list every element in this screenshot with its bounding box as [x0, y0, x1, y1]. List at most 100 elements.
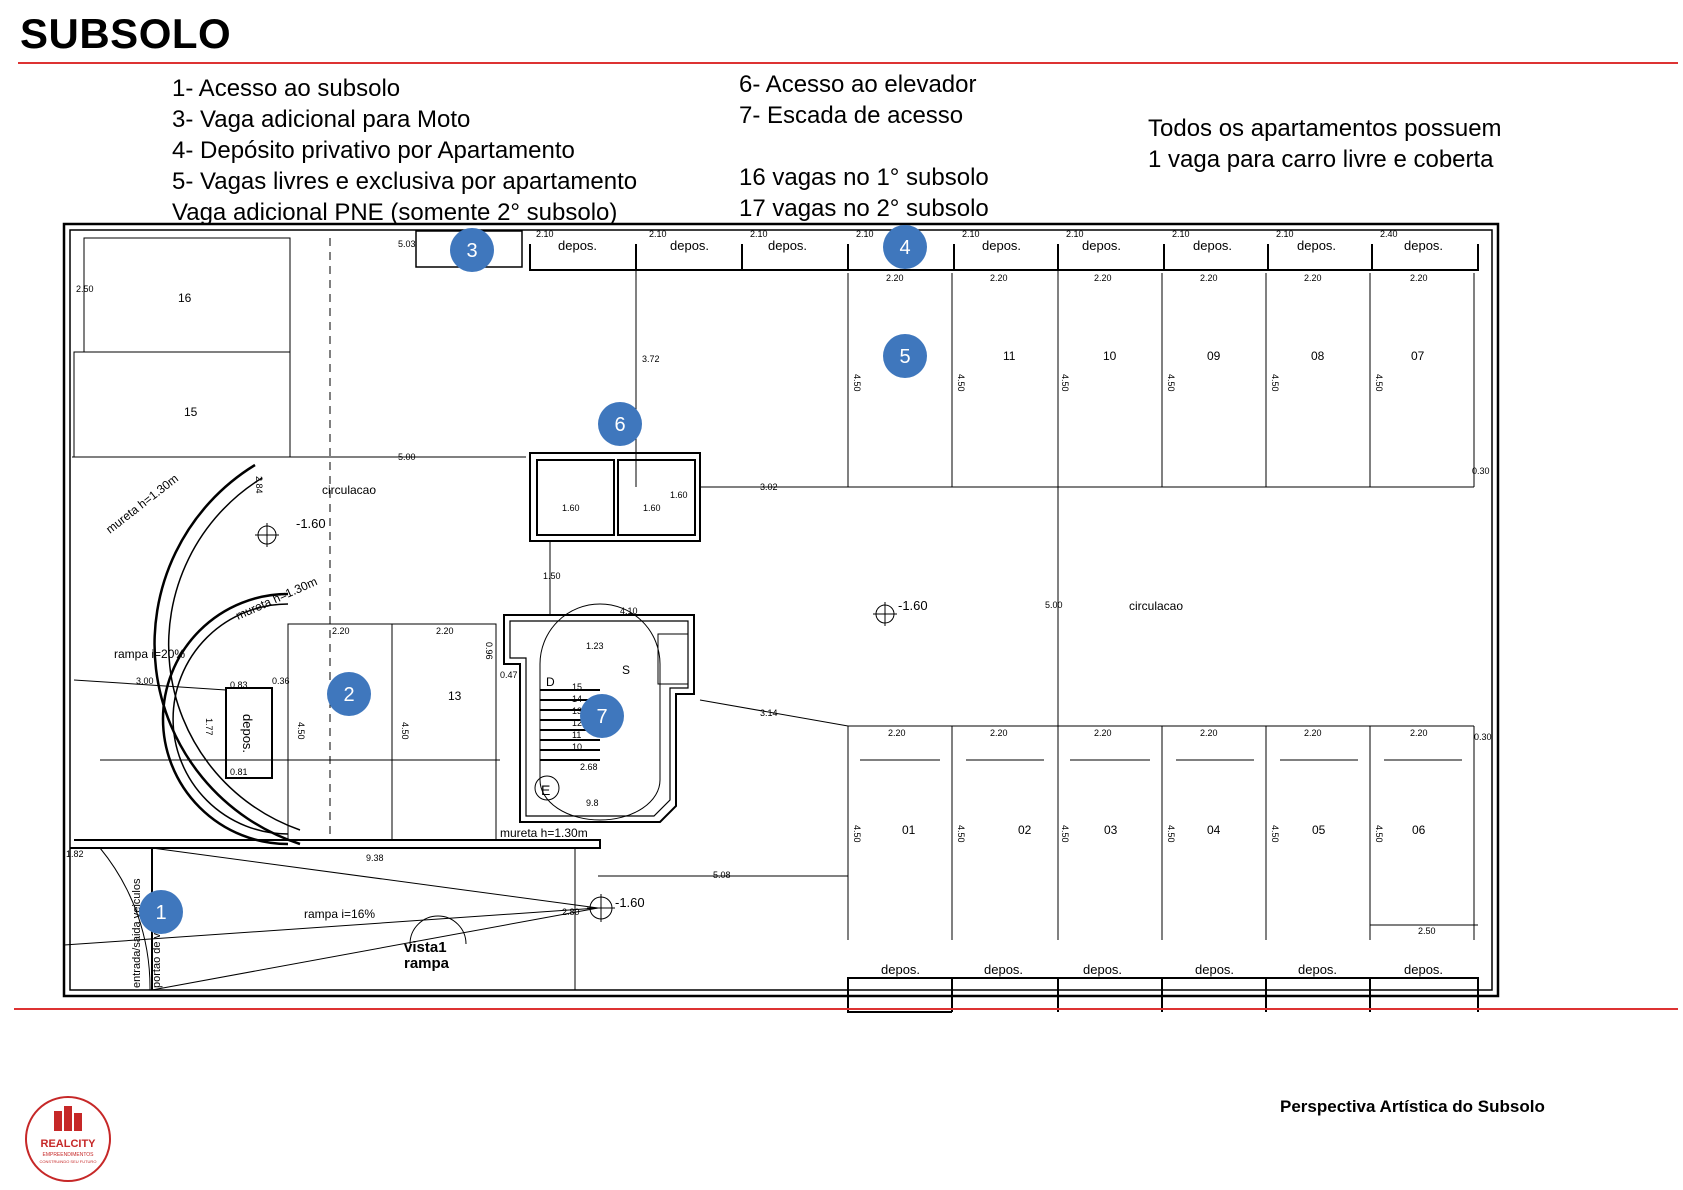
dimension-label: 1.60	[670, 490, 688, 500]
page-title: SUBSOLO	[20, 10, 232, 57]
mureta-label: mureta h=1.30m	[234, 574, 320, 622]
level-label: -1.60	[615, 895, 645, 910]
stair-up-label: S	[622, 663, 630, 677]
marker-number: 7	[596, 706, 607, 728]
marker-1: 1	[139, 890, 183, 934]
spot-number: 04	[1207, 823, 1221, 837]
level-label: -1.60	[898, 598, 928, 613]
marker-number: 2	[343, 684, 354, 706]
legend-right: Todos os apartamentos possuem 1 vaga par…	[1148, 113, 1502, 175]
legend-item: 1 vaga para carro livre e coberta	[1148, 146, 1494, 173]
building-icon	[54, 1106, 82, 1131]
dimension-label: 2.20	[1094, 728, 1112, 738]
dimension-label: 3.72	[642, 354, 660, 364]
marker-4: 4	[883, 225, 927, 269]
dimension-label: 1.60	[643, 503, 661, 513]
ramp-label: rampa i=16%	[304, 907, 375, 921]
legend-item: 5- Vagas livres e exclusiva por apartame…	[172, 168, 638, 195]
legend-item: 16 vagas no 1° subsolo	[739, 164, 989, 191]
top-storage-row	[529, 244, 1479, 271]
dimension-label: 5.03	[398, 239, 416, 249]
legend-item: 3- Vaga adicional para Moto	[172, 106, 471, 133]
storage-label: depos.	[1404, 238, 1443, 253]
level-label: -1.60	[296, 516, 326, 531]
dimension-label: 0.30	[1472, 466, 1490, 476]
storage-label: depos.	[1195, 962, 1234, 977]
markers: 1 2 3 4 5 6 7	[139, 225, 927, 934]
spot-number: 03	[1104, 823, 1118, 837]
stair-step: 11	[572, 730, 581, 740]
dimension-label: 9.38	[366, 853, 384, 863]
marker-number: 6	[614, 414, 625, 436]
stair-step: 14	[572, 694, 582, 704]
logo-tagline: CONSTRUINDO SEU FUTURO	[40, 1159, 97, 1164]
dimension-label: 1.50	[543, 571, 561, 581]
dimension-label: 2.20	[990, 273, 1008, 283]
spot-number: 13	[448, 689, 462, 703]
legend-middle: 6- Acesso ao elevador 7- Escada de acess…	[739, 69, 989, 224]
dimension-label: 2.10	[856, 229, 874, 239]
dimension-label: 2.20	[1304, 728, 1322, 738]
spot-number: 08	[1311, 349, 1325, 363]
dimension-label: 4.50	[1166, 374, 1176, 392]
dimension-label: 9.8	[586, 798, 599, 808]
dimension-label: 2.20	[888, 728, 906, 738]
dimension-label: 0.47	[500, 670, 518, 680]
plan-labels: depos. depos. depos. depos. depos. depos…	[66, 229, 1492, 988]
dimension-label: 2.84	[254, 476, 264, 494]
dimension-label: 1.23	[586, 641, 604, 651]
spot-number: 02	[1018, 823, 1032, 837]
dimension-label: 2.20	[886, 273, 904, 283]
dimension-label: 0.96	[484, 642, 494, 660]
dimension-label: 4.50	[1374, 825, 1384, 843]
storage-label: depos.	[1082, 238, 1121, 253]
dimension-label: 2.20	[1304, 273, 1322, 283]
dimension-label: 4.50	[852, 825, 862, 843]
dimension-label: 4.50	[1270, 374, 1280, 392]
dimension-label: 2.10	[649, 229, 667, 239]
bottom-parking-grid	[847, 725, 1478, 940]
spot-number: 07	[1411, 349, 1425, 363]
logo-sub: EMPREENDIMENTOS	[42, 1152, 94, 1158]
middle-spots	[287, 623, 497, 841]
dimension-label: 2.20	[990, 728, 1008, 738]
ramp-lines	[63, 847, 599, 991]
outer-wall	[62, 222, 1500, 998]
dimension-label: 1.60	[562, 503, 580, 513]
dimension-label: 4.50	[296, 722, 306, 740]
dimension-label: 3.14	[760, 708, 778, 718]
vista-label: rampa	[404, 955, 450, 972]
stair	[503, 603, 695, 823]
marker-7: 7	[580, 694, 624, 738]
legend-item: 17 vagas no 2° subsolo	[739, 195, 989, 222]
marker-number: 3	[466, 240, 477, 262]
dimension-label: 3.02	[760, 482, 778, 492]
dimension-label: 4.10	[620, 606, 638, 616]
spot-number: 09	[1207, 349, 1221, 363]
dimension-label: 2.10	[1276, 229, 1294, 239]
realcity-logo: REALCITY EMPREENDIMENTOS CONSTRUINDO SEU…	[25, 1096, 111, 1182]
dimension-label: 2.40	[1380, 229, 1398, 239]
storage-label: depos.	[982, 238, 1021, 253]
storage-label: depos.	[984, 962, 1023, 977]
legend-item: Vaga adicional PNE (somente 2° subsolo)	[172, 199, 618, 226]
storage-label: depos.	[881, 962, 920, 977]
dimension-label: 4.50	[1060, 825, 1070, 843]
marker-5: 5	[883, 334, 927, 378]
dimension-label: 1.82	[66, 849, 84, 859]
stair-letter: E	[541, 782, 550, 798]
dimension-label: 1.77	[204, 718, 214, 736]
circulation-label: circulacao	[1129, 599, 1183, 613]
top-parking-grid	[635, 270, 1475, 488]
dimension-label: 2.20	[1200, 728, 1218, 738]
stair-marker	[534, 775, 560, 801]
dimension-label: 2.10	[1066, 229, 1084, 239]
ramp-label: rampa i=20%	[114, 647, 185, 661]
page-caption: Perspectiva Artística do Subsolo	[1280, 1097, 1545, 1116]
stair-step: 13	[572, 706, 582, 716]
dimension-label: 2.80	[562, 907, 580, 917]
dimension-label: 5.08	[713, 870, 731, 880]
dimension-label: 2.10	[962, 229, 980, 239]
legend-item: 6- Acesso ao elevador	[739, 71, 977, 98]
top-divider	[18, 62, 1678, 64]
